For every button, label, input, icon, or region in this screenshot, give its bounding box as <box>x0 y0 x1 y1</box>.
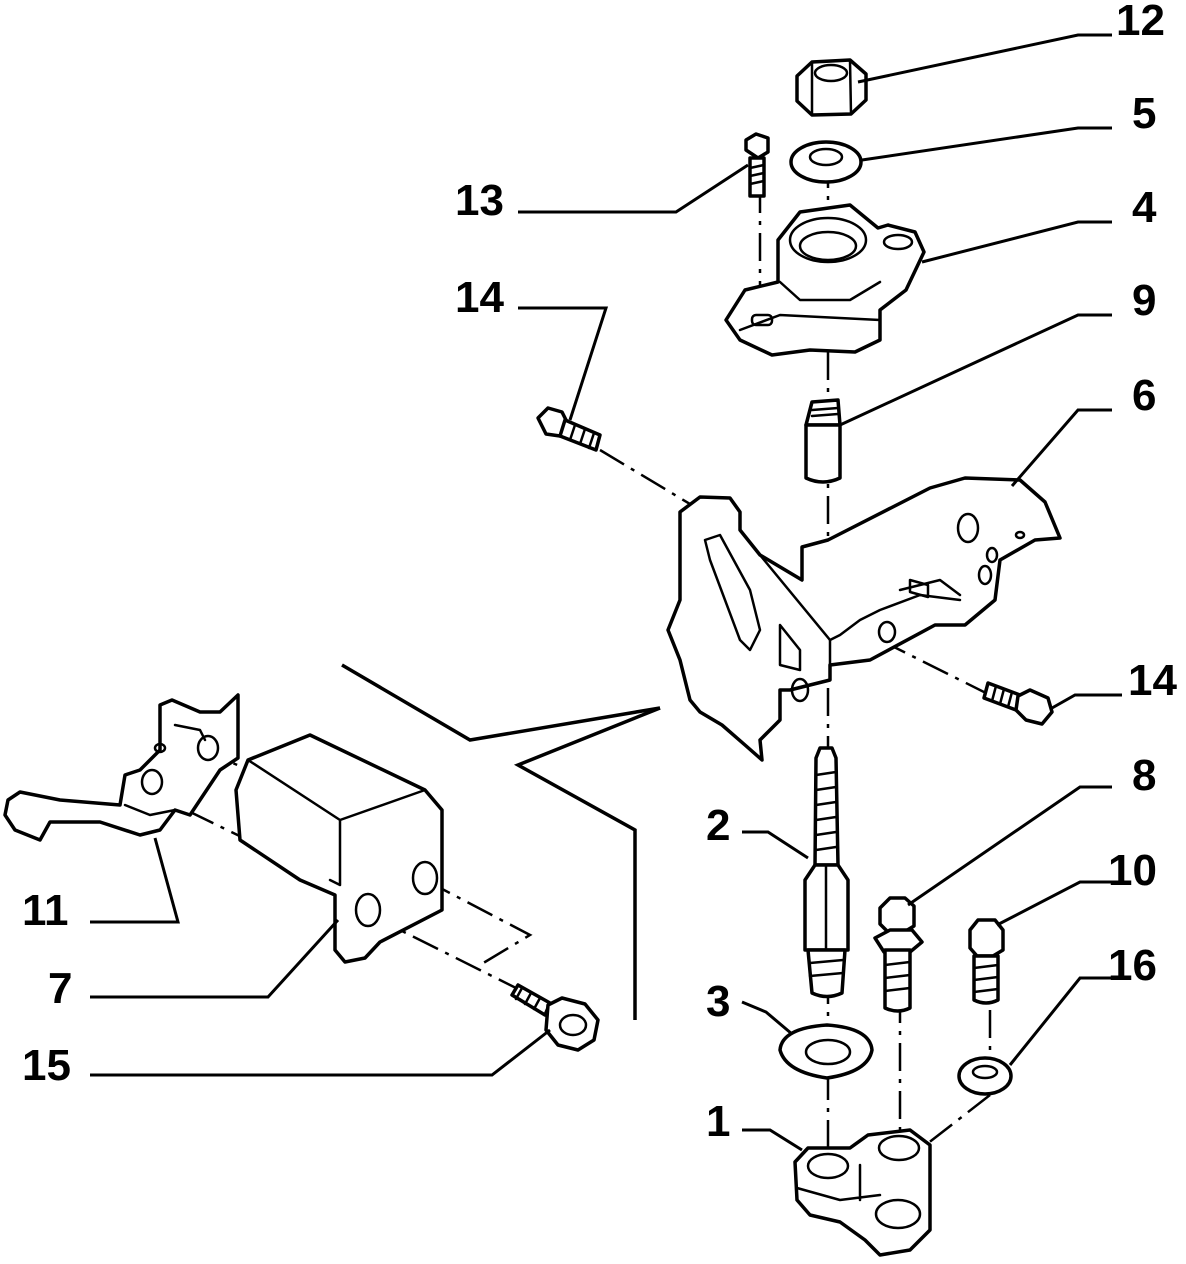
bracket-part-11 <box>3 693 240 842</box>
callout-15: 15 <box>22 1041 71 1090</box>
callout-9: 9 <box>1132 276 1156 325</box>
stud-part-2 <box>803 746 850 999</box>
callout-13: 13 <box>455 176 504 225</box>
bolt-part-14-lower <box>982 681 1054 726</box>
callout-5: 5 <box>1132 89 1156 138</box>
engine-mount-part-4 <box>724 203 926 357</box>
callout-6: 6 <box>1132 371 1156 420</box>
section-break-lines <box>341 663 661 1020</box>
support-part-1 <box>793 1128 932 1257</box>
callout-11: 11 <box>22 886 69 935</box>
nut-part-12 <box>795 58 868 117</box>
washer-part-3 <box>778 1023 874 1080</box>
bolt-part-15 <box>510 983 600 1052</box>
bolt-part-14-upper <box>536 406 602 452</box>
washer-part-16 <box>957 1056 1013 1096</box>
bolt-part-8 <box>873 896 924 1013</box>
callout-labels: 12 5 13 4 14 9 6 14 8 2 10 16 3 1 11 7 1… <box>22 0 1177 1146</box>
callout-12: 12 <box>1116 0 1165 45</box>
bracket-part-6 <box>666 476 1062 762</box>
damper-part-7 <box>234 733 444 964</box>
callout-7: 7 <box>48 964 72 1013</box>
callout-4: 4 <box>1132 183 1157 232</box>
callout-3: 3 <box>706 977 730 1026</box>
callout-1: 1 <box>706 1097 730 1146</box>
washer-part-5 <box>789 140 863 184</box>
callout-10: 10 <box>1108 846 1157 895</box>
callout-14-upper: 14 <box>455 273 504 322</box>
bolt-part-10 <box>968 918 1005 1005</box>
callout-2: 2 <box>706 801 730 850</box>
leader-lines <box>90 33 1122 1152</box>
callout-16: 16 <box>1108 941 1157 990</box>
spacer-part-9 <box>804 398 842 484</box>
callout-14-lower: 14 <box>1128 656 1177 705</box>
callout-8: 8 <box>1132 751 1156 800</box>
bolt-part-13 <box>744 132 770 198</box>
